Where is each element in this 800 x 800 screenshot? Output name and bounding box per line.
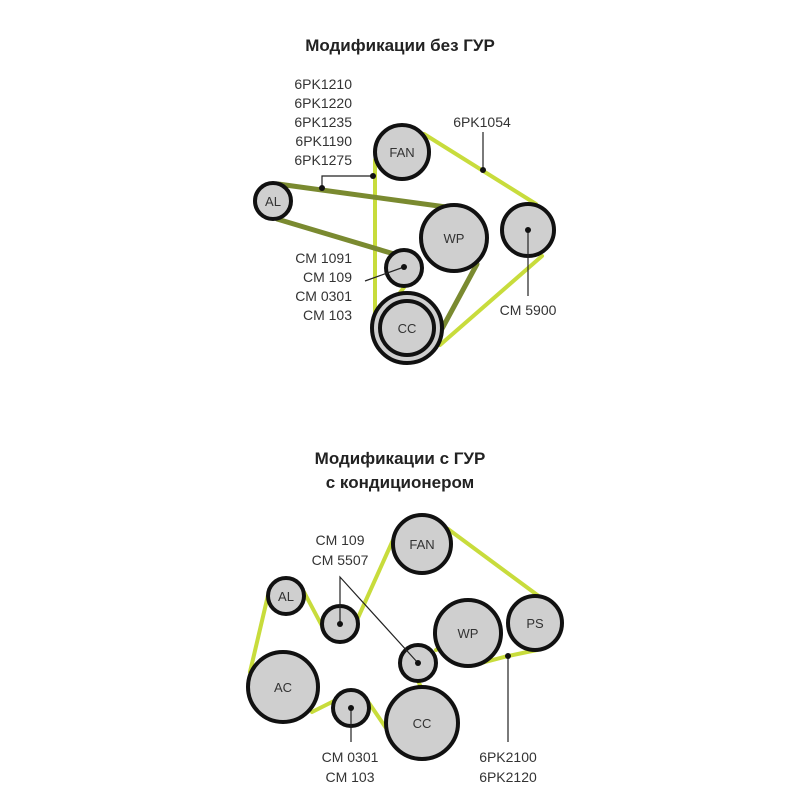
pulley-wp [433, 598, 503, 668]
svg-text:CM 103: CM 103 [325, 769, 374, 785]
top-belt2-label: 6PK1054 [453, 114, 511, 130]
svg-text:CM 0301: CM 0301 [295, 288, 352, 304]
svg-text:6PK2100: 6PK2100 [479, 749, 537, 765]
pulley-ps [506, 594, 564, 652]
top-idler-labels: CM 1091 CM 109 CM 0301 CM 103 [295, 250, 352, 323]
top-title: Модификации без ГУР [305, 36, 495, 55]
belt-al-idler [274, 216, 397, 257]
svg-text:6PK2120: 6PK2120 [479, 769, 537, 785]
svg-text:6PK1220: 6PK1220 [294, 95, 352, 111]
top-tensioner-label: CM 5900 [500, 302, 557, 318]
pulley-fan-label: FAN [409, 537, 434, 552]
pulley-wp [419, 203, 489, 273]
belt-al-wp [275, 181, 449, 210]
svg-text:CM 0301: CM 0301 [322, 749, 379, 765]
svg-text:6PK1210: 6PK1210 [294, 76, 352, 92]
pulley-wp-label: WP [458, 626, 479, 641]
bottom-title-line1: Модификации с ГУР [315, 449, 486, 468]
pulley-wp-label: WP [444, 231, 465, 246]
svg-text:CM 1091: CM 1091 [295, 250, 352, 266]
svg-text:CM 109: CM 109 [303, 269, 352, 285]
top-leaders [319, 132, 531, 296]
belt-fan-tensioner [422, 132, 538, 206]
pulley-ac [246, 650, 320, 724]
pulley-fan [373, 123, 431, 181]
svg-text:6PK1235: 6PK1235 [294, 114, 352, 130]
bottom-leaders [337, 575, 511, 742]
svg-text:6PK1190: 6PK1190 [295, 133, 352, 149]
pulley-cc-label: CC [413, 716, 432, 731]
pulley-cc-inner [378, 299, 436, 357]
pulley-al-label: AL [265, 194, 281, 209]
top-belt-labels: 6PK1210 6PK1220 6PK1235 6PK1190 6PK1275 [294, 76, 352, 168]
svg-text:6PK1275: 6PK1275 [294, 152, 352, 168]
top-pulleys: FAN AL WP CC [253, 123, 556, 365]
pulley-cc [384, 685, 460, 761]
pulley-al-label: AL [278, 589, 294, 604]
pulley-ps-label: PS [526, 616, 544, 631]
svg-text:CM 109: CM 109 [315, 532, 364, 548]
svg-text:CM 5507: CM 5507 [312, 552, 369, 568]
pulley-al [253, 181, 293, 221]
bottom-title-line2: с кондиционером [326, 473, 474, 492]
top-belts [274, 132, 544, 347]
svg-text:CM 103: CM 103 [303, 307, 352, 323]
bottom-pulleys: FAN AL WP PS AC CC [246, 513, 564, 761]
belt-tensioner-cc [438, 254, 544, 347]
pulley-al [266, 576, 306, 616]
pulley-ac-label: AC [274, 680, 292, 695]
pulley-fan [391, 513, 453, 575]
pulley-cc-label: CC [398, 321, 417, 336]
bottom-labels: CM 109 CM 5507 CM 0301 CM 103 6PK2100 6P… [312, 532, 537, 785]
pulley-fan-label: FAN [389, 145, 414, 160]
